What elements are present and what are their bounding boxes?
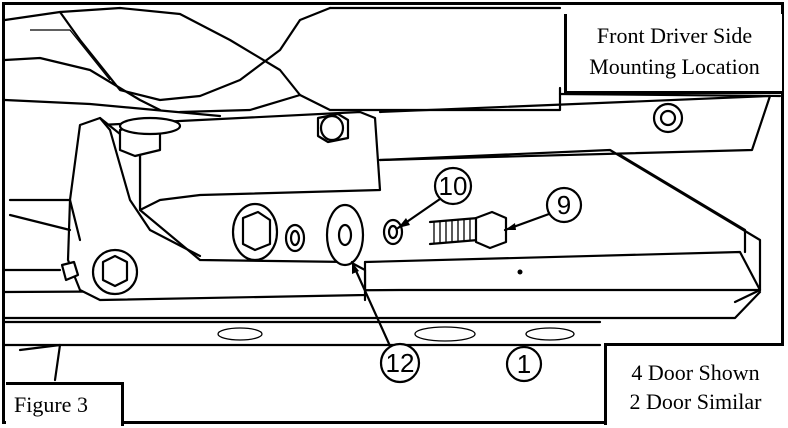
- step-bar-rail: [363, 153, 762, 302]
- figure-label-box: Figure 3: [6, 382, 124, 426]
- door-note-line1: 4 Door Shown: [631, 360, 760, 385]
- mounting-bracket: [3, 110, 382, 302]
- door-note-line2: 2 Door Similar: [629, 389, 762, 414]
- callout-9: 9: [503, 186, 583, 232]
- location-title-line1: Front Driver Side: [596, 23, 753, 48]
- callout-1-label: 1: [517, 349, 531, 379]
- door-note-box: 4 Door Shown 2 Door Similar: [604, 343, 784, 425]
- callout-1: 1: [505, 345, 543, 383]
- callout-12: 12: [350, 260, 421, 384]
- figure-label: Figure 3: [14, 392, 88, 417]
- callout-9-label: 9: [557, 190, 571, 220]
- callout-10: 10: [396, 166, 473, 230]
- callout-10-label: 10: [439, 171, 468, 201]
- location-title-box: Front Driver Side Mounting Location: [564, 14, 782, 94]
- bracket-hardware: [60, 102, 684, 296]
- exploded-hardware: [325, 203, 508, 267]
- location-title-line2: Mounting Location: [589, 54, 760, 79]
- callout-12-label: 12: [386, 348, 415, 378]
